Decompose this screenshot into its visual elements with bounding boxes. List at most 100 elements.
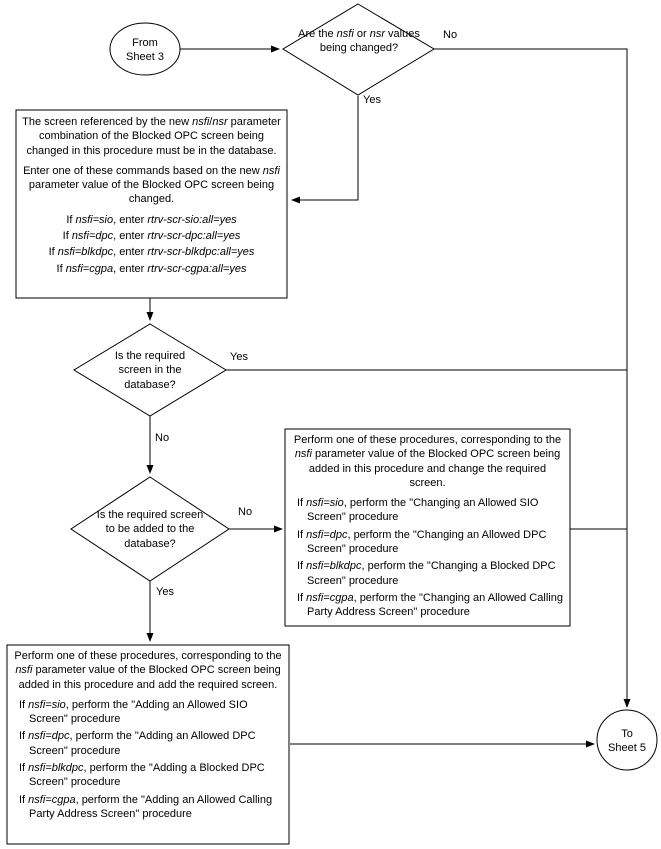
from-sheet-node: From Sheet 3 bbox=[110, 36, 180, 65]
box3-text: Perform one of these procedures, corresp… bbox=[12, 649, 284, 824]
box1-item1-cmd: rtrv-scr-dpc:all=yes bbox=[147, 230, 241, 243]
box2-intro: Perform one of these procedures, corresp… bbox=[290, 433, 565, 490]
box1-p1-slash: / bbox=[209, 116, 213, 128]
box2-item3-param: nsfi=cgpa bbox=[306, 591, 354, 604]
box3-rect bbox=[6, 644, 290, 845]
box3-pa: Perform one of these procedures, corresp… bbox=[14, 650, 282, 662]
connector-decision1-no-to-sheet5 bbox=[434, 48, 631, 708]
decision1-post: values being changed? bbox=[319, 28, 420, 55]
box2-item0-pre: If bbox=[297, 497, 307, 510]
box1-item0-mid: , enter bbox=[113, 213, 148, 226]
box1-p1-nsfi: nsfi bbox=[192, 116, 210, 128]
box1-p2-nsfi: nsfi bbox=[262, 164, 280, 177]
label-decision3-yes: Yes bbox=[156, 586, 174, 598]
box3-proc-sio: If nsfi=sio, perform the "Adding an Allo… bbox=[12, 698, 284, 727]
box3-item2-rest: , perform the "Adding a Blocked DPC Scre… bbox=[29, 762, 265, 789]
box3-item3-rest: , perform the "Adding an Allowed Calling… bbox=[29, 793, 273, 820]
from-sheet-line2: Sheet 3 bbox=[126, 51, 164, 64]
to-sheet5-node: To Sheet 5 bbox=[597, 727, 657, 756]
box3-item3-param: nsfi=cgpa bbox=[28, 793, 76, 806]
from-sheet-line1: From bbox=[132, 37, 158, 49]
to-sheet5-line2: Sheet 5 bbox=[608, 742, 646, 755]
box1-p1a: The screen referenced by the new bbox=[22, 116, 193, 128]
box2-nsfi: nsfi bbox=[294, 448, 312, 461]
decision3-diamond bbox=[70, 476, 230, 582]
decision3-text: Is the required screen to be added to th… bbox=[96, 509, 204, 550]
box2-pb: parameter value of the Blocked OPC scree… bbox=[308, 448, 561, 489]
box1-p1c: parameter combination of the Blocked OPC… bbox=[26, 116, 281, 157]
box1-item2-cmd: rtrv-scr-blkdpc:all=yes bbox=[147, 246, 255, 259]
box2-item3-rest: , perform the "Changing an Allowed Calli… bbox=[307, 591, 563, 619]
box1-text: The screen referenced by the new nsfi/ns… bbox=[21, 115, 282, 278]
box1-item3-param: nsfi=cgpa bbox=[65, 262, 114, 275]
box2-item0-rest: , perform the "Changing an Allowed SIO S… bbox=[307, 497, 539, 524]
box1-command-dpc: If nsfi=dpc, enter rtrv-scr-dpc:all=yes bbox=[21, 229, 282, 243]
label-decision3-no: No bbox=[238, 506, 253, 518]
box3-intro: Perform one of these procedures, corresp… bbox=[12, 649, 284, 692]
box3-proc-blkdpc: If nsfi=blkdpc, perform the "Adding a Bl… bbox=[12, 761, 284, 790]
from-sheet-oval bbox=[109, 22, 181, 76]
connector-decision1-yes-to-box1 bbox=[291, 96, 359, 204]
box1-item1-param: nsfi=dpc bbox=[71, 230, 114, 243]
box2-text: Perform one of these procedures, corresp… bbox=[290, 433, 565, 623]
box1-item1-mid: , enter bbox=[113, 230, 148, 243]
box2-proc-dpc: If nsfi=dpc, perform the "Changing an Al… bbox=[290, 528, 565, 557]
box3-item1-param: nsfi=dpc bbox=[28, 730, 70, 743]
box2-proc-blkdpc: If nsfi=blkdpc, perform the "Changing a … bbox=[290, 559, 565, 588]
label-decision1-yes: Yes bbox=[363, 94, 381, 106]
box1-item3-cmd: rtrv-scr-cgpa:all=yes bbox=[147, 262, 247, 275]
box2-item2-pre: If bbox=[297, 560, 307, 573]
box2-item1-rest: , perform the "Changing an Allowed DPC S… bbox=[307, 528, 547, 556]
decision1-mid: or bbox=[353, 28, 370, 40]
box3-nsfi: nsfi bbox=[15, 664, 33, 677]
box1-item0-pre: If bbox=[66, 213, 76, 226]
box3-item0-rest: , perform the "Adding an Allowed SIO Scr… bbox=[29, 698, 248, 726]
box2-proc-cgpa: If nsfi=cgpa, perform the "Changing an A… bbox=[290, 591, 565, 620]
box3-item1-pre: If bbox=[19, 730, 29, 743]
label-decision2-yes: Yes bbox=[230, 351, 248, 363]
to-sheet5-oval bbox=[596, 709, 658, 771]
box3-item2-pre: If bbox=[19, 762, 29, 775]
box2-item2-param: nsfi=blkdpc bbox=[306, 560, 362, 573]
box1-command-sio: If nsfi=sio, enter rtrv-scr-sio:all=yes bbox=[21, 213, 282, 227]
box1-p2a: Enter one of these commands based on the… bbox=[23, 164, 263, 177]
box1-item0-param: nsfi=sio bbox=[75, 213, 114, 226]
box3-item0-pre: If bbox=[19, 698, 29, 711]
box1-p1-nsr: nsr bbox=[212, 116, 228, 128]
decision1-pre: Are the bbox=[298, 28, 337, 40]
box1-item1-pre: If bbox=[62, 230, 72, 243]
decision2-text: Is the required screen in the database? bbox=[114, 350, 186, 391]
box2-item1-param: nsfi=dpc bbox=[306, 528, 348, 541]
box3-pb: parameter value of the Blocked OPC scree… bbox=[18, 664, 281, 691]
box1-item0-cmd: rtrv-scr-sio:all=yes bbox=[147, 213, 237, 226]
decision1-nsfi: nsfi bbox=[336, 28, 354, 40]
box1-item2-pre: If bbox=[48, 246, 58, 259]
box1-item2-mid: , enter bbox=[113, 246, 148, 259]
box2-item0-param: nsfi=sio bbox=[306, 497, 344, 510]
box1-rect bbox=[15, 109, 288, 299]
box1-item3-pre: If bbox=[56, 262, 66, 275]
box2-item2-rest: , perform the "Changing a Blocked DPC Sc… bbox=[307, 560, 556, 587]
box2-proc-sio: If nsfi=sio, perform the "Changing an Al… bbox=[290, 496, 565, 525]
box3-item1-rest: , perform the "Adding an Allowed DPC Scr… bbox=[29, 730, 256, 757]
decision1-diamond bbox=[282, 3, 435, 96]
box1-paragraph1: The screen referenced by the new nsfi/ns… bbox=[21, 115, 282, 158]
box1-command-blkdpc: If nsfi=blkdpc, enter rtrv-scr-blkdpc:al… bbox=[21, 245, 282, 259]
box1-paragraph2: Enter one of these commands based on the… bbox=[21, 164, 282, 207]
label-decision1-no: No bbox=[443, 29, 458, 41]
decision1-nsr: nsr bbox=[369, 28, 385, 40]
to-sheet5-line1: To bbox=[621, 728, 633, 740]
box2-item1-pre: If bbox=[297, 528, 307, 541]
decision2-diamond bbox=[73, 323, 227, 417]
box1-command-cgpa: If nsfi=cgpa, enter rtrv-scr-cgpa:all=ye… bbox=[21, 262, 282, 276]
box3-item2-param: nsfi=blkdpc bbox=[28, 762, 84, 775]
box2-pa: Perform one of these procedures, corresp… bbox=[293, 434, 562, 446]
box3-proc-cgpa: If nsfi=cgpa, perform the "Adding an All… bbox=[12, 793, 284, 822]
box2-item3-pre: If bbox=[297, 591, 307, 604]
box2-rect bbox=[284, 428, 571, 627]
box1-item2-param: nsfi=blkdpc bbox=[57, 246, 114, 259]
decision1-text: Are the nsfi or nsr values being changed… bbox=[296, 27, 422, 56]
box3-proc-dpc: If nsfi=dpc, perform the "Adding an Allo… bbox=[12, 729, 284, 758]
